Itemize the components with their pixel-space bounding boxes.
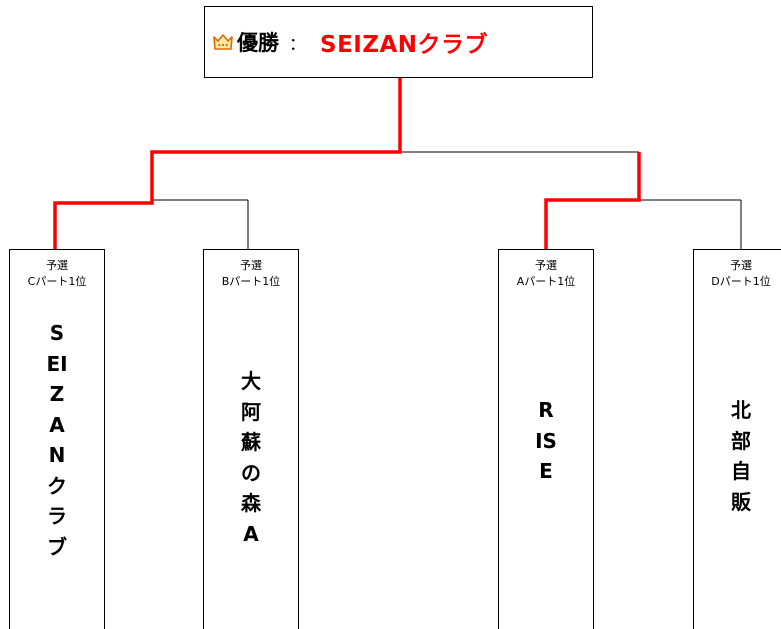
champion-team-name: SEIZANクラブ <box>320 32 489 58</box>
team-stage: 予選 <box>535 259 557 272</box>
team-stage: 予選 <box>46 259 68 272</box>
team-group: Dパート1位 <box>711 275 771 288</box>
team-name: SEIZANクラブ <box>46 321 68 559</box>
team-name: 大阿蘇の森A <box>241 369 261 546</box>
team-name: RISE <box>535 398 557 483</box>
team-stage: 予選 <box>240 259 262 272</box>
team-stage: 予選 <box>730 259 752 272</box>
champion-colon: ： <box>289 34 306 55</box>
champion-box: 優勝 ： SEIZANクラブ <box>204 6 593 78</box>
winner-path-semifinal <box>544 152 641 249</box>
team-caption: 予選 Aパート1位 <box>499 258 593 290</box>
winner-path <box>53 78 402 249</box>
team-group: Bパート1位 <box>221 275 281 288</box>
team-caption: 予選 Dパート1位 <box>694 258 781 290</box>
champion-label: 優勝 <box>237 31 279 55</box>
team-name: 北部自販 <box>731 398 751 514</box>
team-box-d: 予選 Dパート1位 北部自販 <box>693 249 781 629</box>
crown-icon <box>213 34 233 50</box>
team-group: Aパート1位 <box>516 275 576 288</box>
team-group: Cパート1位 <box>27 275 87 288</box>
team-box-b: 予選 Bパート1位 大阿蘇の森A <box>203 249 299 629</box>
team-caption: 予選 Bパート1位 <box>204 258 298 290</box>
team-caption: 予選 Cパート1位 <box>10 258 104 290</box>
team-box-c: 予選 Cパート1位 SEIZANクラブ <box>9 249 105 629</box>
team-box-a: 予選 Aパート1位 RISE <box>498 249 594 629</box>
